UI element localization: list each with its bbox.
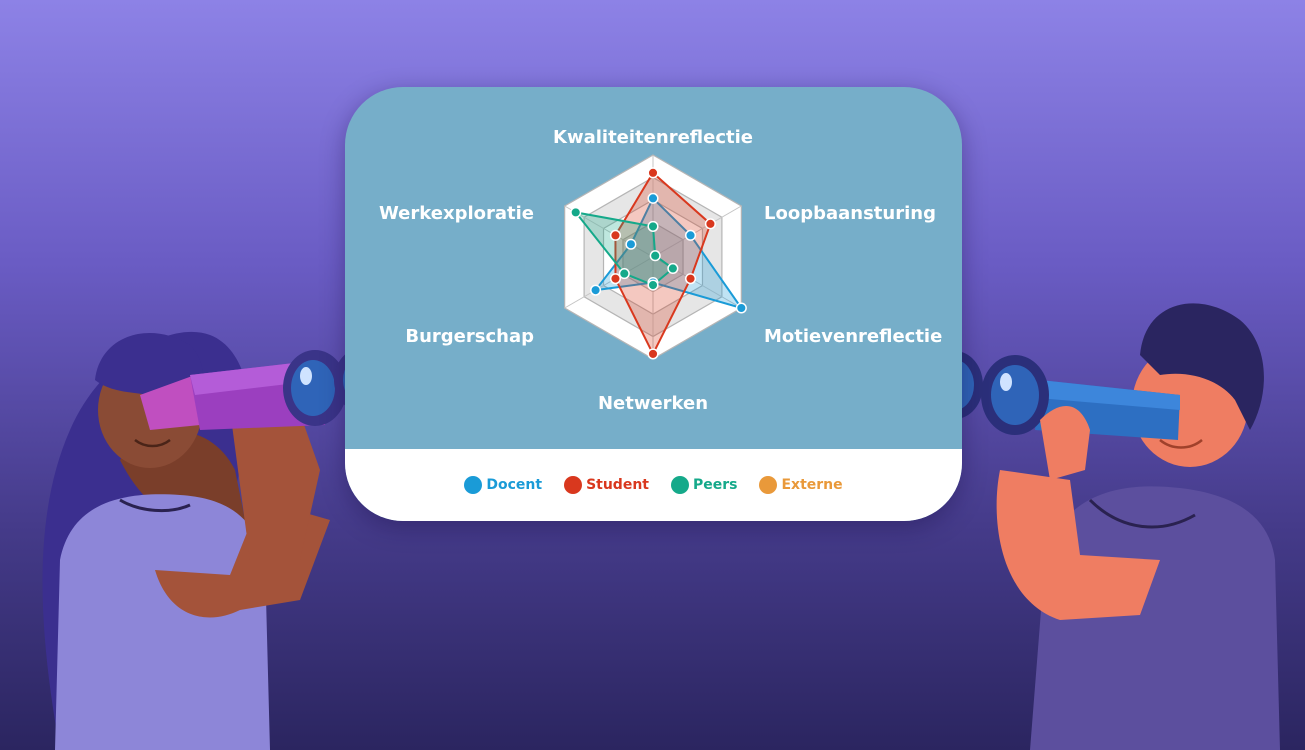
legend-dot-peers: [670, 476, 689, 494]
axis-label-netwerken: Netwerken: [598, 393, 708, 414]
legend-label-externe: Externe: [781, 477, 843, 493]
point-peers-6: [570, 206, 582, 218]
point-student-4: [647, 348, 659, 360]
left-person-illustration: [42, 331, 390, 750]
point-peers-3: [667, 262, 679, 275]
legend: Docent Student Peers Externe: [345, 449, 962, 521]
point-student-1: [647, 167, 659, 179]
legend-item-docent: Docent: [464, 476, 542, 494]
legend-label-student: Student: [586, 477, 649, 493]
point-peers-2: [649, 250, 661, 262]
legend-dot-externe: [759, 476, 778, 494]
point-student-6: [609, 229, 622, 241]
point-student-3: [684, 273, 697, 285]
point-student-2: [704, 218, 716, 230]
point-docent-3: [735, 302, 747, 314]
legend-item-externe: Externe: [759, 476, 843, 494]
legend-item-student: Student: [564, 476, 649, 494]
point-student-5: [609, 273, 622, 285]
radar-chart: KwaliteitenreflectieLoopbaansturingMotie…: [379, 127, 942, 414]
spoke-2: [652, 205, 742, 258]
axis-label-loopbaansturing: Loopbaansturing: [764, 203, 936, 224]
point-peers-5: [618, 268, 630, 280]
point-docent-2: [684, 229, 697, 241]
point-docent-5: [590, 284, 602, 296]
right-person-illustration: [927, 303, 1280, 750]
axis-label-burgerschap: Burgerschap: [405, 326, 534, 347]
point-docent-6: [625, 238, 637, 250]
axis-label-kwaliteitenreflectie: Kwaliteitenreflectie: [553, 127, 753, 148]
point-peers-4: [647, 279, 659, 291]
legend-dot-docent: [464, 476, 483, 494]
axis-label-motievenreflectie: Motievenreflectie: [764, 326, 942, 347]
point-peers-1: [647, 220, 659, 232]
legend-label-peers: Peers: [692, 477, 738, 493]
point-docent-1: [647, 192, 659, 204]
axis-label-werkexploratie: Werkexploratie: [379, 203, 534, 224]
legend-item-peers: Peers: [670, 476, 738, 494]
legend-dot-student: [564, 476, 583, 494]
spoke-5: [564, 256, 654, 309]
legend-label-docent: Docent: [486, 477, 543, 493]
